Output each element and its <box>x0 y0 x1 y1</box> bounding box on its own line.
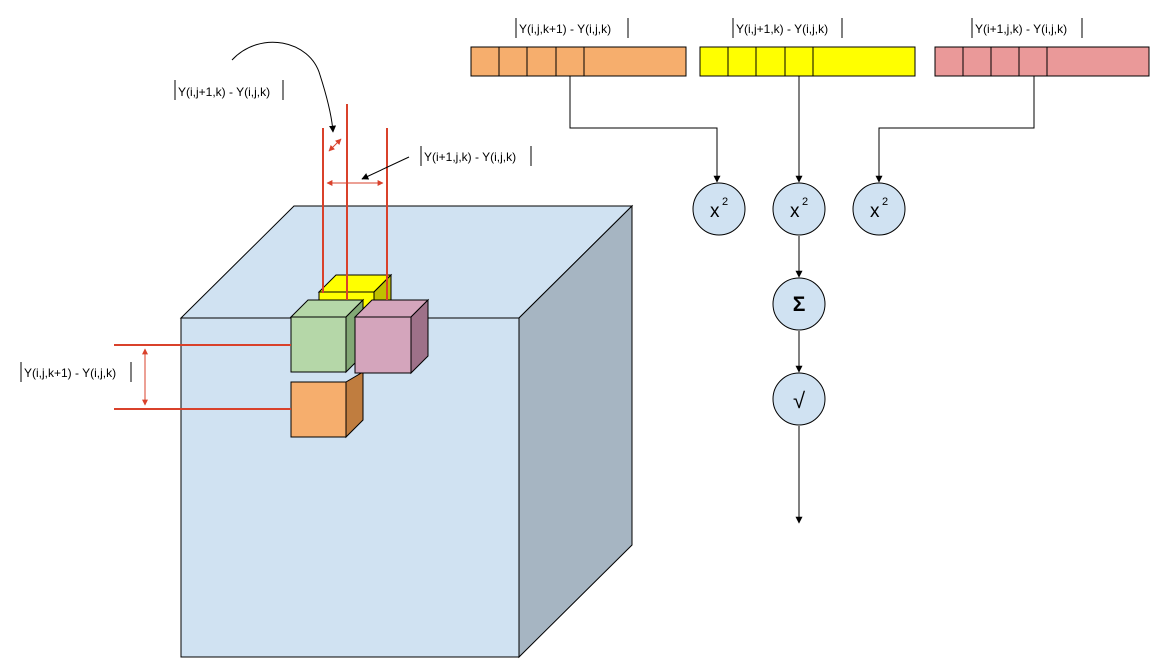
yellow-feature-bar-icon <box>699 46 916 77</box>
label-dy-cube-text: Y(i,j+1,k) - Y(i,j,k) <box>178 85 270 99</box>
voxel-orange-k-plus-1 <box>290 371 364 439</box>
red-dimension-arrows <box>142 138 384 406</box>
square-exp-middle: 2 <box>802 196 808 208</box>
label-dz-cube-text: Y(i,j,k+1) - Y(i,j,k) <box>24 366 116 380</box>
square-base-middle: x <box>790 201 800 222</box>
sqrt-symbol: √ <box>793 388 806 413</box>
square-operator-icon-right: x 2 <box>852 182 906 236</box>
square-operator-icon-middle: x 2 <box>772 182 826 236</box>
red-difference-lines <box>114 104 388 410</box>
label-dz-cube: Y(i,j,k+1) - Y(i,j,k) <box>20 362 132 382</box>
label-dx-top: Y(i+1,j,k) - Y(i,j,k) <box>971 18 1083 38</box>
label-dz-top: Y(i,j,k+1) - Y(i,j,k) <box>515 18 629 38</box>
label-dy-top: Y(i,j+1,k) - Y(i,j,k) <box>732 18 843 38</box>
label-dy-cube: Y(i,j+1,k) - Y(i,j,k) <box>174 80 284 100</box>
voxel-green-center <box>289 298 365 374</box>
label-dy-top-text: Y(i,j+1,k) - Y(i,j,k) <box>736 22 828 36</box>
salmon-feature-bar-icon <box>934 46 1150 77</box>
orange-feature-bar-icon <box>470 46 687 77</box>
cube-front-face <box>180 317 520 658</box>
label-dx-cube-text: Y(i+1,j,k) - Y(i,j,k) <box>424 150 516 164</box>
voxel-pink-i-plus-1 <box>353 298 430 375</box>
curved-pointer-arrow <box>231 41 337 133</box>
square-root-icon: √ <box>772 372 826 426</box>
square-base-left: x <box>710 201 720 222</box>
sigma-icon: Σ <box>772 277 826 331</box>
square-exp-right: 2 <box>882 196 888 208</box>
label-dz-top-text: Y(i,j,k+1) - Y(i,j,k) <box>519 22 611 36</box>
flow-connectors <box>569 76 1035 524</box>
dx-pointer-arrow <box>361 156 410 180</box>
label-dx-top-text: Y(i+1,j,k) - Y(i,j,k) <box>975 22 1067 36</box>
square-operator-icon-left: x 2 <box>692 182 746 236</box>
large-volume-cube <box>179 204 634 659</box>
label-dx-cube: Y(i+1,j,k) - Y(i,j,k) <box>420 146 532 166</box>
sum-symbol: Σ <box>793 293 806 316</box>
square-base-right: x <box>870 201 880 222</box>
square-exp-left: 2 <box>722 196 728 208</box>
